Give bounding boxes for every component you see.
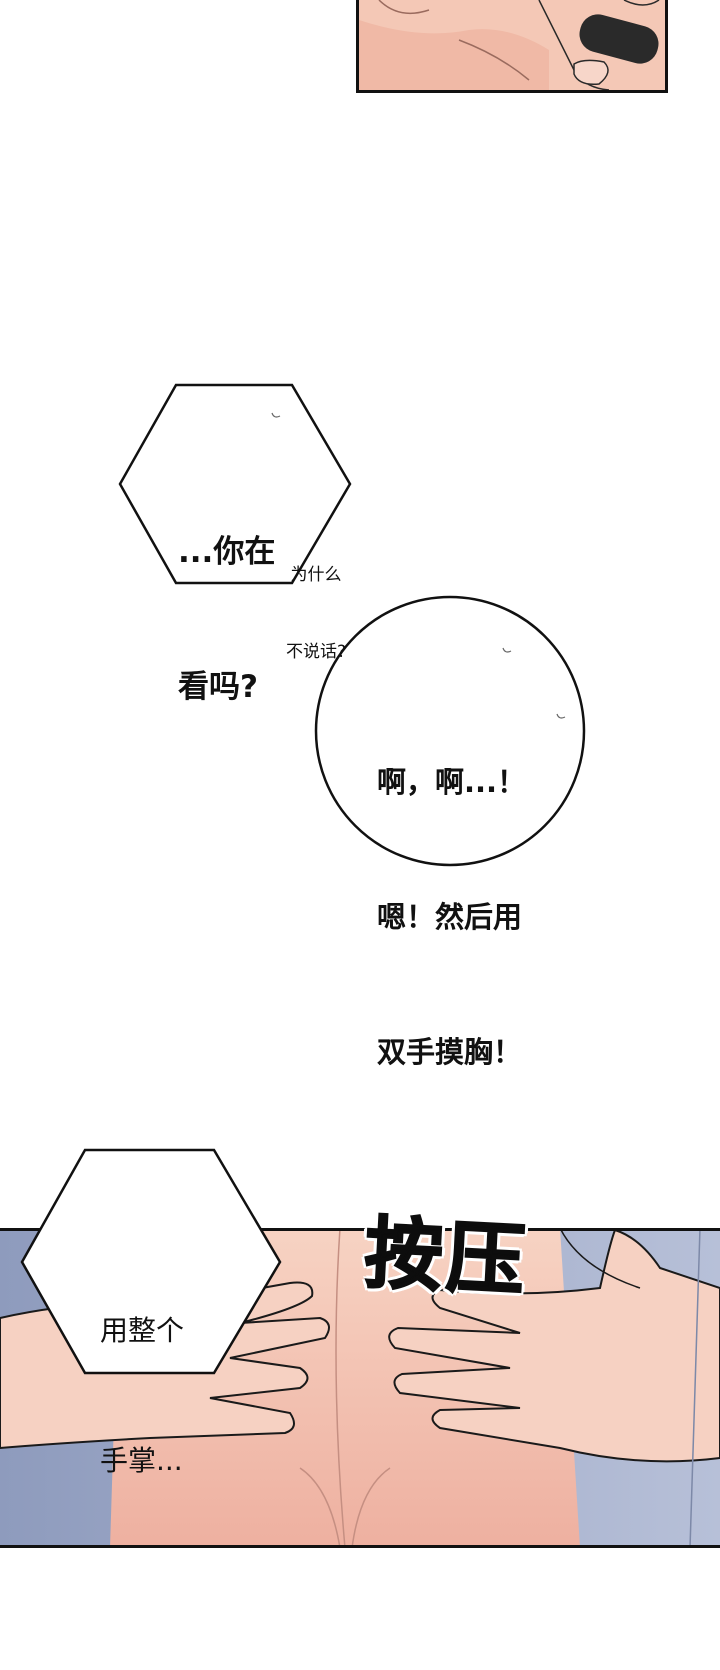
whisper-text: 为什么 不说话? bbox=[286, 512, 346, 691]
bottom-panel-border-bottom bbox=[0, 1545, 720, 1548]
top-panel-art bbox=[359, 0, 665, 90]
bubble-2-text: 啊，啊...！ 嗯！然后用 双手摸胸！ bbox=[377, 670, 526, 1119]
bubble-3-line-1: 用整个 bbox=[100, 1313, 185, 1347]
bubble-2-line-1: 啊，啊...！ bbox=[377, 764, 527, 799]
bottom-panel-border-top bbox=[0, 1228, 720, 1231]
bubble-2-line-2: 嗯！然后用 bbox=[377, 899, 523, 934]
bubble-2-line-3: 双手摸胸！ bbox=[377, 1034, 523, 1069]
sweat-mark bbox=[556, 713, 566, 719]
top-panel bbox=[356, 0, 668, 93]
sweat-mark bbox=[271, 412, 281, 418]
bubble-1-text: ...你在 看吗? bbox=[178, 440, 275, 755]
whisper-line-1: 为什么 bbox=[290, 565, 342, 585]
whisper-line-2: 不说话? bbox=[286, 641, 347, 662]
bubble-1-line-2: 看吗? bbox=[178, 668, 258, 705]
sfx-press-text: 按压 bbox=[361, 1208, 532, 1308]
sweat-mark bbox=[502, 647, 512, 653]
bubble-1-line-1: ...你在 bbox=[178, 533, 276, 570]
round-bubble-2 bbox=[314, 595, 586, 867]
hexagon-bubble-1 bbox=[118, 383, 352, 585]
hexagon-bubble-3 bbox=[20, 1148, 282, 1375]
bubble-3-line-2: 手掌... bbox=[100, 1443, 183, 1477]
bubble-3-text: 用整个 手掌... bbox=[100, 1222, 184, 1526]
